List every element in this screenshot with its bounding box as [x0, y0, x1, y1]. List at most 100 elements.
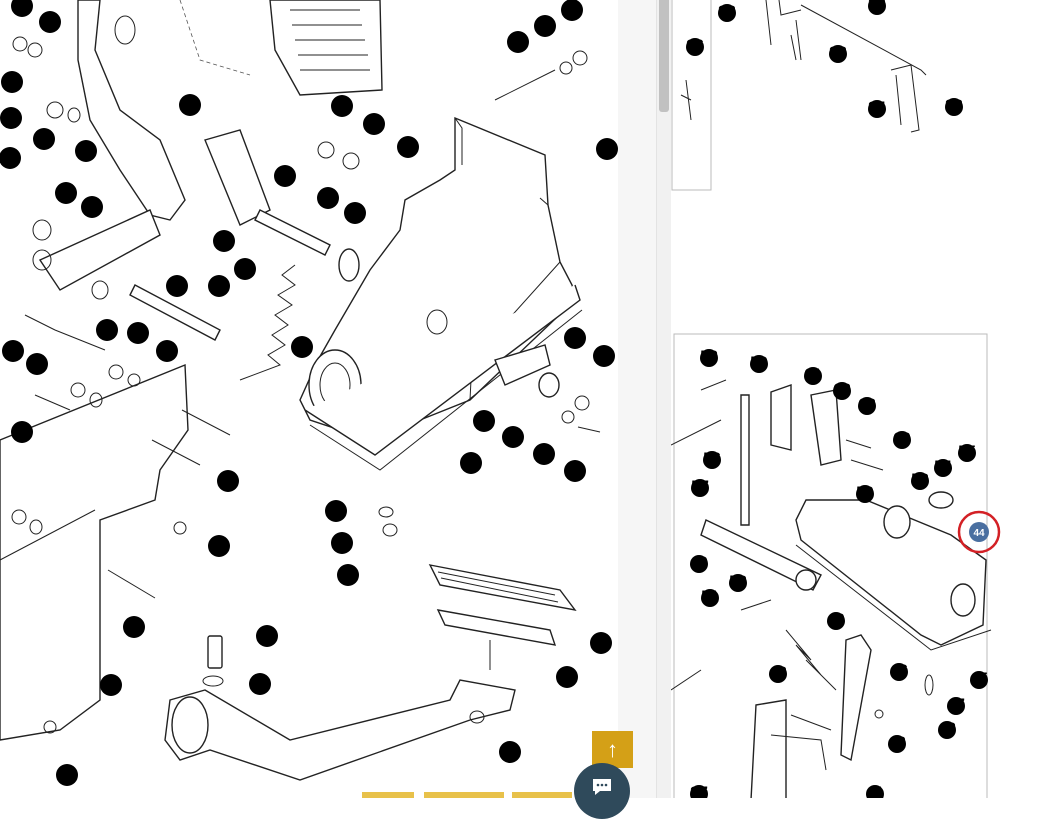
callout-34[interactable]: 34: [75, 140, 97, 162]
callout-52[interactable]: 52: [729, 574, 747, 593]
callout-60[interactable]: 60: [893, 431, 911, 450]
callout-61[interactable]: 61: [179, 94, 201, 116]
bottom-tab-3[interactable]: [512, 792, 572, 798]
callout-33[interactable]: 33: [945, 98, 963, 117]
callout-22[interactable]: 22: [534, 15, 556, 37]
callout-3[interactable]: 3: [317, 187, 339, 209]
callout-43[interactable]: 43: [166, 275, 188, 297]
callout-2[interactable]: 2: [460, 452, 482, 474]
callout-label: 22: [13, 423, 31, 440]
callout-66[interactable]: 66: [249, 673, 271, 695]
callout-15[interactable]: 15: [556, 666, 578, 688]
callout-label: 54: [2, 109, 20, 126]
callout-20[interactable]: 20: [217, 470, 239, 492]
callout-40[interactable]: 40: [827, 612, 845, 631]
callout-47[interactable]: 47: [947, 697, 965, 716]
callout-45[interactable]: 45: [970, 671, 988, 690]
callout-62[interactable]: 62: [833, 382, 851, 401]
callout-16[interactable]: 16: [590, 632, 612, 654]
callout-54[interactable]: 54: [934, 459, 952, 478]
callout-42[interactable]: 42: [81, 196, 103, 218]
callout-40[interactable]: 40: [208, 275, 230, 297]
callout-label: 2: [467, 454, 476, 471]
callout-10[interactable]: 10: [325, 500, 347, 522]
callout-18[interactable]: 18: [100, 674, 122, 696]
callout-17[interactable]: 17: [499, 741, 521, 763]
vertical-scrollbar[interactable]: [656, 0, 671, 798]
callout-34[interactable]: 34: [213, 230, 235, 252]
callout-67[interactable]: 67: [397, 136, 419, 158]
callout-12[interactable]: 12: [331, 532, 353, 554]
callout-62[interactable]: 62: [274, 165, 296, 187]
callout-26[interactable]: 26: [686, 38, 704, 57]
callout-68[interactable]: 68: [502, 426, 524, 448]
callout-47[interactable]: 47: [1, 71, 23, 93]
callout-20[interactable]: 20: [123, 616, 145, 638]
callout-6[interactable]: 6: [473, 410, 495, 432]
callout-44[interactable]: 44: [234, 258, 256, 280]
callout-63[interactable]: 63: [363, 113, 385, 135]
callout-35[interactable]: 35: [2, 340, 24, 362]
callout-43[interactable]: 43: [769, 665, 787, 684]
callout-label: 55: [958, 444, 976, 461]
callout-51[interactable]: 51: [701, 589, 719, 608]
callout-21[interactable]: 21: [127, 322, 149, 344]
callout-61[interactable]: 61: [804, 367, 822, 386]
callout-34[interactable]: 34: [868, 100, 886, 119]
callout-1[interactable]: 1: [596, 138, 618, 160]
callout-70[interactable]: 70: [56, 764, 78, 786]
callout-48[interactable]: 48: [938, 721, 956, 740]
callout-54[interactable]: 54: [0, 107, 22, 129]
callout-55[interactable]: 55: [33, 128, 55, 150]
callout-34[interactable]: 34: [55, 182, 77, 204]
callout-8[interactable]: 8: [533, 443, 555, 465]
callout-22[interactable]: 22: [156, 340, 178, 362]
selected-callout-44[interactable]: 44: [957, 510, 1001, 554]
callout-11[interactable]: 11: [337, 564, 359, 586]
callout-9[interactable]: 9: [593, 345, 615, 367]
callout-48[interactable]: 48: [11, 0, 33, 17]
bottom-tab-1[interactable]: [362, 792, 414, 798]
callout-label: 63: [365, 115, 383, 132]
callout-32[interactable]: 32: [868, 0, 886, 15]
callout-21[interactable]: 21: [561, 0, 583, 21]
callout-7[interactable]: 7: [564, 460, 586, 482]
callout-20[interactable]: 20: [507, 31, 529, 53]
scroll-to-top-button[interactable]: ↑: [592, 731, 633, 768]
callout-46[interactable]: 46: [890, 663, 908, 682]
callout-33[interactable]: 33: [718, 4, 736, 23]
callout-4[interactable]: 4: [344, 202, 366, 224]
callout-37[interactable]: 37: [690, 785, 708, 803]
callout-65[interactable]: 65: [256, 625, 278, 647]
scrollbar-thumb[interactable]: [659, 0, 669, 112]
callout-63[interactable]: 63: [858, 397, 876, 416]
callout-5[interactable]: 5: [564, 327, 586, 349]
callout-46[interactable]: 46: [39, 11, 61, 33]
callout-38[interactable]: 38: [0, 147, 21, 169]
callout-36[interactable]: 36: [26, 353, 48, 375]
callout-label: 9: [600, 347, 609, 364]
callout-58[interactable]: 58: [700, 349, 718, 368]
callout-57[interactable]: 57: [691, 479, 709, 498]
callout-64[interactable]: 64: [331, 95, 353, 117]
callout-59[interactable]: 59: [750, 355, 768, 374]
callout-label: 4: [351, 204, 360, 221]
callout-41[interactable]: 41: [866, 785, 884, 803]
callout-49[interactable]: 49: [690, 555, 708, 574]
callout-14[interactable]: 14: [291, 336, 313, 358]
callout-23[interactable]: 23: [208, 535, 230, 557]
callout-34[interactable]: 34: [96, 319, 118, 341]
callout-33[interactable]: 33: [829, 45, 847, 64]
callout-50[interactable]: 50: [856, 485, 874, 504]
callout-label: 22: [158, 342, 176, 359]
callout-label: 34: [77, 142, 95, 159]
callout-label: 10: [327, 502, 345, 519]
callout-22[interactable]: 22: [11, 421, 33, 443]
callout-42[interactable]: 42: [888, 735, 906, 754]
chat-button[interactable]: [574, 763, 630, 819]
callout-53[interactable]: 53: [911, 472, 929, 491]
bottom-tab-2[interactable]: [424, 792, 504, 798]
thumbnail-linework: [670, 0, 992, 801]
callout-55[interactable]: 55: [958, 444, 976, 463]
callout-56[interactable]: 56: [703, 451, 721, 470]
